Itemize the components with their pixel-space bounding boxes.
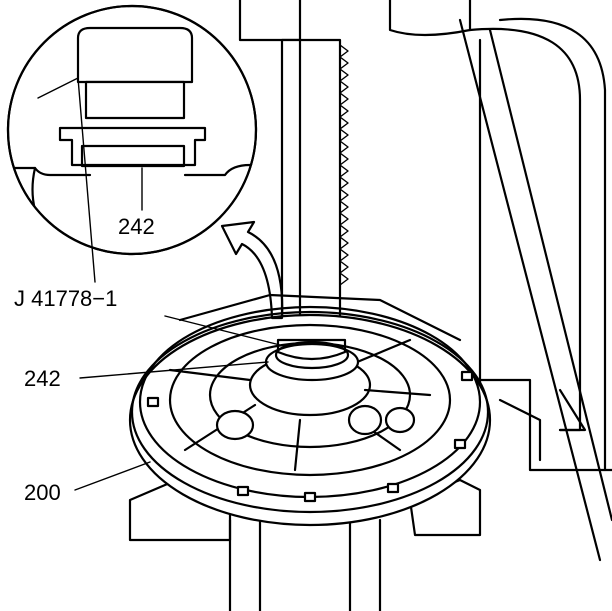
seal-242 bbox=[264, 338, 360, 382]
leader-tool-upper bbox=[37, 77, 96, 283]
leader-242 bbox=[79, 361, 269, 379]
leader-lines bbox=[37, 77, 281, 491]
press-frame bbox=[238, 0, 612, 562]
label-tool: J 41778−1 bbox=[14, 286, 117, 311]
stand-legs bbox=[228, 518, 382, 611]
leader-tool bbox=[164, 315, 281, 346]
label-242: 242 bbox=[24, 366, 61, 391]
lift-arrow bbox=[220, 220, 284, 320]
press-ram bbox=[280, 38, 349, 342]
label-detail-242: 242 bbox=[118, 214, 155, 239]
housing-200 bbox=[128, 293, 492, 527]
leader-200 bbox=[74, 461, 151, 491]
detail-inset bbox=[6, 4, 258, 256]
label-200: 200 bbox=[24, 480, 61, 505]
